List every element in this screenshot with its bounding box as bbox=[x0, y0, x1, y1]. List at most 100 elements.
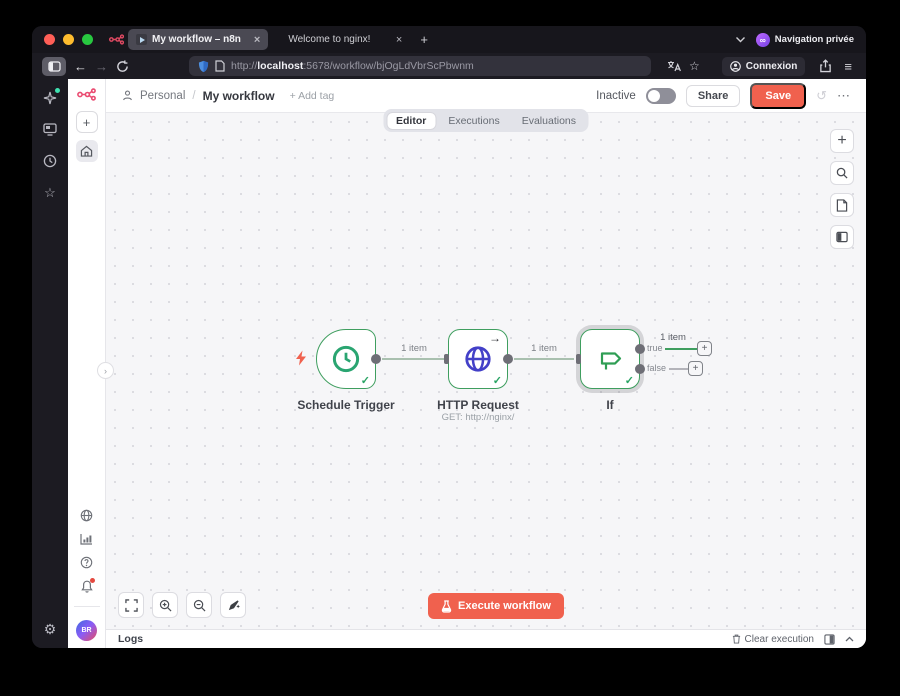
connection-items-label: 1 item bbox=[401, 343, 427, 354]
input-connector[interactable] bbox=[576, 354, 581, 364]
tab-nginx[interactable]: Welcome to nginx! × bbox=[280, 29, 410, 50]
branch-false-label: false bbox=[647, 363, 667, 373]
share-export-icon[interactable] bbox=[819, 59, 832, 73]
ai-chat-icon[interactable] bbox=[43, 88, 60, 109]
forward-button[interactable]: → bbox=[95, 58, 108, 74]
workflow-title[interactable]: My workflow bbox=[202, 88, 275, 103]
add-workflow-button[interactable]: + bbox=[75, 111, 98, 133]
add-tag-button[interactable]: + Add tag bbox=[289, 89, 335, 102]
connection-line[interactable] bbox=[382, 358, 446, 360]
private-browsing-badge: ∞ Navigation privée bbox=[755, 32, 854, 47]
page-info-icon[interactable] bbox=[215, 60, 225, 72]
add-node-button-true[interactable]: + bbox=[697, 341, 712, 356]
tab-evaluations[interactable]: Evaluations bbox=[521, 114, 577, 127]
tab-my-workflow[interactable]: My workflow – n8n × bbox=[128, 29, 269, 50]
breadcrumb: Personal / My workflow + Add tag bbox=[122, 89, 334, 103]
close-window-button[interactable] bbox=[44, 34, 55, 45]
output-connector-true[interactable] bbox=[635, 344, 645, 354]
history-clock-icon[interactable] bbox=[43, 154, 57, 172]
firefox-sidebar: ☆ ⚙ bbox=[32, 79, 68, 648]
settings-gear-icon[interactable]: ⚙ bbox=[43, 621, 57, 637]
bookmarks-star-icon[interactable]: ☆ bbox=[44, 185, 56, 200]
expand-sidebar-handle[interactable]: › bbox=[97, 362, 114, 379]
menu-button[interactable]: ≡ bbox=[844, 58, 852, 74]
history-icon[interactable]: ↺ bbox=[816, 87, 827, 103]
connection-line-true[interactable] bbox=[665, 348, 697, 350]
output-connector-false[interactable] bbox=[635, 364, 645, 374]
tab-close-icon[interactable]: × bbox=[253, 33, 261, 46]
if-signpost-icon bbox=[600, 352, 622, 370]
user-avatar[interactable]: BR bbox=[76, 620, 97, 641]
bookmark-star-icon[interactable]: ☆ bbox=[688, 59, 700, 73]
clear-execution-label: Clear execution bbox=[744, 633, 814, 645]
templates-globe-icon[interactable] bbox=[80, 509, 93, 522]
workflow-canvas[interactable]: ✓ Schedule Trigger 1 item → bbox=[97, 112, 866, 629]
breadcrumb-separator: / bbox=[192, 89, 196, 102]
collapse-chevron-icon[interactable] bbox=[845, 636, 854, 642]
insights-chart-icon[interactable] bbox=[80, 533, 93, 545]
window-controls bbox=[44, 34, 93, 45]
home-icon bbox=[80, 145, 93, 157]
tidy-up-button[interactable] bbox=[220, 592, 246, 618]
fit-view-button[interactable] bbox=[118, 592, 144, 618]
shield-icon[interactable] bbox=[198, 60, 209, 73]
add-node-panel-button[interactable]: + bbox=[830, 129, 854, 153]
notifications-bell-icon[interactable] bbox=[80, 578, 95, 593]
connexion-label: Connexion bbox=[745, 60, 798, 72]
input-connector[interactable] bbox=[444, 354, 449, 364]
url-bar[interactable]: http://localhost:5678/workflow/bjOgLdVbr… bbox=[189, 56, 651, 76]
synced-tabs-icon[interactable] bbox=[43, 123, 57, 140]
logs-bar[interactable]: Logs Clear execution bbox=[106, 629, 866, 648]
reload-button[interactable] bbox=[116, 59, 129, 73]
node-name: Schedule Trigger bbox=[297, 398, 395, 412]
more-options-button[interactable]: ⋯ bbox=[837, 87, 850, 103]
minimize-window-button[interactable] bbox=[63, 34, 74, 45]
share-button[interactable]: Share bbox=[685, 84, 741, 107]
trigger-bolt-icon bbox=[296, 350, 306, 366]
output-connector[interactable] bbox=[503, 354, 513, 364]
zoom-window-button[interactable] bbox=[82, 34, 93, 45]
zoom-out-button[interactable] bbox=[186, 592, 212, 618]
connexion-button[interactable]: Connexion bbox=[721, 56, 806, 76]
zoom-in-button[interactable] bbox=[152, 592, 178, 618]
person-icon bbox=[123, 90, 132, 101]
add-node-button-false[interactable]: + bbox=[688, 361, 703, 376]
panel-layout-icon bbox=[836, 231, 848, 243]
private-mask-icon: ∞ bbox=[755, 32, 770, 47]
execute-workflow-button[interactable]: Execute workflow bbox=[428, 593, 564, 619]
breadcrumb-project[interactable]: Personal bbox=[140, 89, 186, 102]
home-button[interactable] bbox=[75, 140, 98, 162]
url-text[interactable]: http://localhost:5678/workflow/bjOgLdVbr… bbox=[231, 60, 474, 72]
tidy-up-icon bbox=[228, 599, 240, 610]
output-connector[interactable] bbox=[371, 354, 381, 364]
workflow-header: Personal / My workflow + Add tag Inactiv… bbox=[106, 79, 866, 112]
new-tab-button[interactable]: + bbox=[420, 32, 428, 47]
clock-icon bbox=[332, 345, 360, 373]
tab-close-icon[interactable]: × bbox=[395, 33, 403, 46]
node-schedule-trigger[interactable]: ✓ bbox=[316, 329, 381, 389]
search-nodes-button[interactable] bbox=[830, 161, 854, 185]
sticky-note-icon bbox=[836, 198, 848, 212]
add-sticky-note-button[interactable] bbox=[830, 193, 854, 217]
connection-line-false[interactable] bbox=[669, 368, 688, 370]
back-button[interactable]: ← bbox=[74, 58, 87, 74]
connection-line[interactable] bbox=[514, 358, 574, 360]
node-http-request[interactable]: → ✓ bbox=[444, 329, 513, 389]
clear-execution-button[interactable]: Clear execution bbox=[732, 634, 814, 645]
translate-icon[interactable] bbox=[667, 60, 681, 72]
zoom-out-icon bbox=[193, 599, 205, 611]
node-name: If bbox=[606, 398, 614, 412]
tab-title: Welcome to nginx! bbox=[288, 34, 371, 45]
toggle-panel-button[interactable] bbox=[830, 225, 854, 249]
help-icon[interactable] bbox=[80, 556, 93, 569]
save-button[interactable]: Save bbox=[750, 82, 807, 109]
tab-executions[interactable]: Executions bbox=[448, 114, 500, 127]
private-label: Navigation privée bbox=[774, 34, 854, 45]
sidebar-toggle-button[interactable] bbox=[42, 56, 66, 76]
active-toggle[interactable] bbox=[645, 87, 676, 104]
tab-list-chevron-icon[interactable] bbox=[735, 36, 746, 43]
open-logs-panel-icon[interactable] bbox=[824, 633, 835, 645]
tab-editor[interactable]: Editor bbox=[385, 111, 437, 130]
node-if[interactable]: ✓ bbox=[576, 329, 640, 389]
logs-title[interactable]: Logs bbox=[118, 633, 144, 645]
